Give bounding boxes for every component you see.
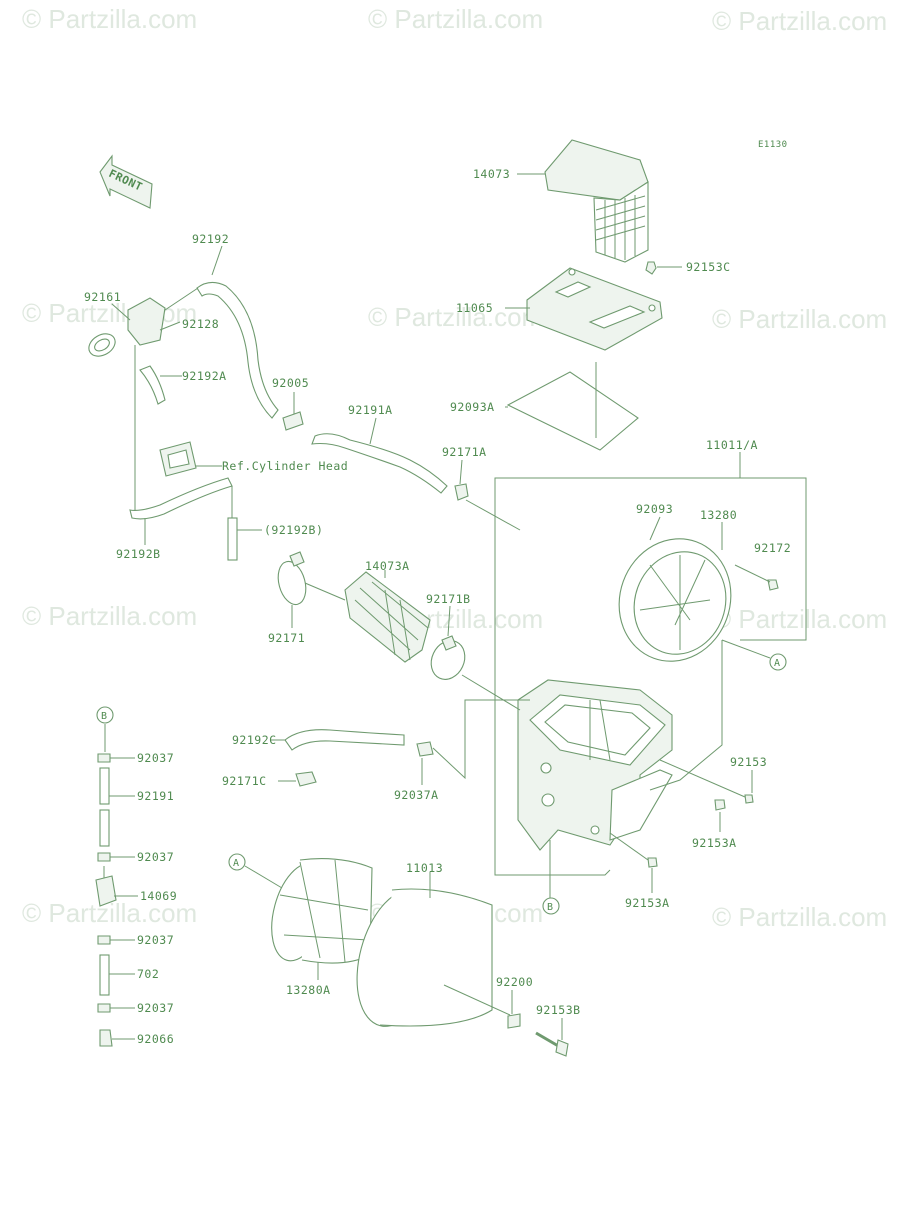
- callout-b-upper: B: [101, 711, 108, 722]
- front-arrow-icon: FRONT: [99, 154, 153, 209]
- intake-cover-92093: [618, 516, 732, 662]
- part-92037: 92037: [137, 933, 174, 947]
- watermark: © Partzilla.com: [22, 898, 197, 928]
- hose-92192a: [134, 345, 182, 510]
- watermarks: © Partzilla.com © Partzilla.com © Partzi…: [22, 4, 887, 932]
- part-92037a: 92037A: [394, 788, 439, 802]
- part-92200: 92200: [496, 975, 533, 989]
- part-13280a: 13280A: [286, 983, 331, 997]
- washer-92200: [507, 990, 521, 1029]
- part-92037: 92037: [137, 850, 174, 864]
- callout-a-lower: A: [228, 853, 283, 889]
- part-92192a: 92192A: [182, 369, 227, 383]
- watermark: © Partzilla.com: [712, 604, 887, 634]
- svg-text:A: A: [774, 658, 781, 669]
- part-14073a: 14073A: [365, 559, 410, 573]
- part-92191: 92191: [137, 789, 174, 803]
- part-92153a-upper: 92153A: [692, 836, 737, 850]
- intake-duct-14073a: [344, 570, 431, 663]
- part-92153b: 92153B: [536, 1003, 581, 1017]
- watermark: © Partzilla.com: [22, 298, 197, 328]
- watermark: © Partzilla.com: [368, 302, 543, 332]
- separator-92161: [88, 287, 199, 357]
- part-92171b: 92171B: [426, 592, 471, 606]
- watermark: © Partzilla.com: [712, 304, 887, 334]
- air-filter-11013: [356, 872, 511, 1027]
- part-92171c: 92171C: [222, 774, 267, 788]
- watermark: © Partzilla.com: [712, 6, 887, 36]
- callout-a: A: [721, 639, 787, 671]
- svg-text:B: B: [547, 902, 554, 913]
- ref-cylinder-head: Ref.Cylinder Head: [222, 459, 348, 473]
- breather-hose-92192: [196, 245, 279, 419]
- bolt-92153c: [645, 261, 682, 275]
- hose-92192b: [129, 477, 262, 561]
- fitting-92005: [282, 392, 304, 431]
- filter-frame-13280a: [271, 858, 373, 980]
- bolt-92153: [659, 759, 754, 804]
- screw-92172: [734, 564, 779, 591]
- diagram-code: E1130: [758, 140, 788, 150]
- gasket-92093a: [506, 362, 639, 451]
- part-92172: 92172: [754, 541, 791, 555]
- air-box-11011: [495, 679, 673, 851]
- air-filter-element-14073: [544, 139, 649, 263]
- clamp-92037a: [416, 699, 495, 785]
- part-92037: 92037: [137, 1001, 174, 1015]
- clamp-92171: [277, 551, 346, 628]
- watermark: © Partzilla.com: [22, 601, 197, 631]
- callout-b-lower: B: [542, 840, 560, 915]
- svg-text:A: A: [233, 858, 240, 869]
- watermark: © Partzilla.com: [22, 4, 197, 34]
- clamp-92171b: [430, 605, 521, 711]
- part-92128: 92128: [182, 317, 219, 331]
- part-14073: 14073: [473, 167, 510, 181]
- part-92192b: 92192B: [116, 547, 161, 561]
- bolt-92153b: [535, 1018, 569, 1057]
- fitting-ref-cylinder-head: [159, 441, 222, 477]
- part-92066: 92066: [137, 1032, 174, 1046]
- part-92093a: 92093A: [450, 400, 495, 414]
- part-92153: 92153: [730, 755, 767, 769]
- part-14069: 14069: [140, 889, 177, 903]
- part-92005: 92005: [272, 376, 309, 390]
- watermark: © Partzilla.com: [368, 4, 543, 34]
- part-92192: 92192: [192, 232, 229, 246]
- drain-assembly: B: [95, 706, 138, 1047]
- part-702: 702: [137, 967, 159, 981]
- hose-92191a: [311, 417, 448, 494]
- part-92093: 92093: [636, 502, 673, 516]
- part-11011a: 11011/A: [706, 438, 758, 452]
- part-92153c: 92153C: [686, 260, 731, 274]
- hose-92192c: [270, 729, 405, 751]
- bolt-92153a-upper: [714, 799, 726, 832]
- part-92037: 92037: [137, 751, 174, 765]
- part-11013: 11013: [406, 861, 443, 875]
- part-92161: 92161: [84, 290, 121, 304]
- bolt-92153a-lower: [609, 832, 658, 893]
- part-92192b-paren: (92192B): [264, 523, 323, 537]
- part-92171a: 92171A: [442, 445, 487, 459]
- watermark: © Partzilla.com: [712, 902, 887, 932]
- plate-11065: [526, 267, 663, 351]
- part-92171: 92171: [268, 631, 305, 645]
- clamp-92171a: [454, 459, 521, 531]
- part-13280: 13280: [700, 508, 737, 522]
- clamp-92171c: [278, 771, 317, 787]
- part-92191a: 92191A: [348, 403, 393, 417]
- part-92192c: 92192C: [232, 733, 277, 747]
- part-92153a-lower: 92153A: [625, 896, 670, 910]
- part-11065: 11065: [456, 301, 493, 315]
